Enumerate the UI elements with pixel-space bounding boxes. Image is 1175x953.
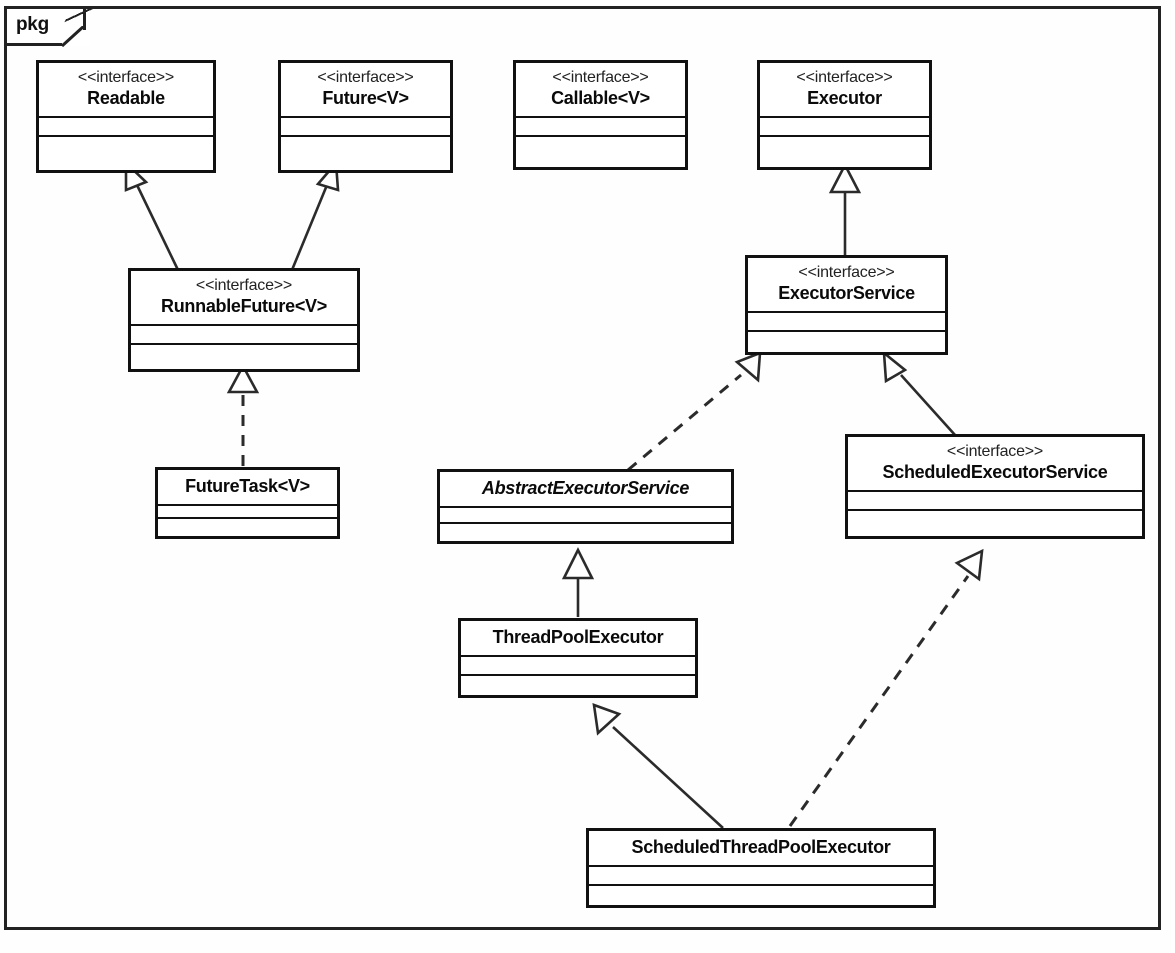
- class-box-executor-service[interactable]: <<interface>> ExecutorService: [745, 255, 948, 355]
- attributes-compartment: [516, 118, 685, 138]
- attributes-compartment: [760, 118, 929, 138]
- name-compartment: <<interface>> ScheduledExecutorService: [848, 437, 1142, 493]
- operations-compartment: [760, 137, 929, 167]
- name-compartment: <<interface>> Callable<V>: [516, 63, 685, 119]
- class-name-label: Readable: [87, 87, 165, 108]
- attributes-compartment: [131, 326, 357, 346]
- stereotype-label: <<interface>>: [798, 264, 895, 281]
- package-label: pkg: [16, 14, 49, 35]
- class-box-callable[interactable]: <<interface>> Callable<V>: [513, 60, 688, 170]
- class-name-label: FutureTask<V>: [185, 476, 310, 496]
- name-compartment: ThreadPoolExecutor: [461, 621, 695, 658]
- class-box-executor[interactable]: <<interface>> Executor: [757, 60, 932, 170]
- attributes-compartment: [589, 867, 933, 887]
- name-compartment: <<interface>> RunnableFuture<V>: [131, 271, 357, 327]
- stereotype-label: <<interface>>: [552, 69, 649, 86]
- package-tab-corner-cut: [60, 26, 86, 48]
- class-box-future-task[interactable]: FutureTask<V>: [155, 467, 340, 539]
- name-compartment: AbstractExecutorService: [440, 472, 731, 509]
- class-box-scheduled-thread-pool-executor[interactable]: ScheduledThreadPoolExecutor: [586, 828, 936, 908]
- class-name-label: Callable<V>: [551, 87, 650, 108]
- class-box-runnable-future[interactable]: <<interface>> RunnableFuture<V>: [128, 268, 360, 372]
- stereotype-label: <<interface>>: [77, 69, 175, 86]
- name-compartment: <<interface>> Executor: [760, 63, 929, 119]
- operations-compartment: [281, 137, 450, 170]
- class-name-label: ScheduledThreadPoolExecutor: [631, 837, 891, 857]
- operations-compartment: [461, 676, 695, 695]
- operations-compartment: [440, 524, 731, 541]
- class-name-label: Executor: [807, 87, 882, 108]
- stereotype-label: <<interface>>: [796, 69, 893, 86]
- stereotype-label: <<interface>>: [946, 443, 1044, 460]
- stereotype-label: <<interface>>: [195, 277, 293, 294]
- class-box-abstract-executor-service[interactable]: AbstractExecutorService: [437, 469, 734, 544]
- operations-compartment: [131, 345, 357, 369]
- class-name-label: AbstractExecutorService: [481, 478, 690, 498]
- attributes-compartment: [748, 313, 945, 333]
- attributes-compartment: [440, 508, 731, 524]
- package-tab-right-edge: [83, 6, 86, 30]
- package-tab: [4, 6, 90, 46]
- operations-compartment: [516, 137, 685, 167]
- attributes-compartment: [461, 657, 695, 677]
- stereotype-label: <<interface>>: [317, 69, 414, 86]
- attributes-compartment: [281, 118, 450, 138]
- operations-compartment: [39, 137, 213, 170]
- name-compartment: <<interface>> Future<V>: [281, 63, 450, 119]
- class-name-label: ScheduledExecutorService: [882, 461, 1108, 482]
- attributes-compartment: [848, 492, 1142, 512]
- name-compartment: <<interface>> ExecutorService: [748, 258, 945, 314]
- class-name-label: ExecutorService: [778, 282, 915, 303]
- package-frame: [4, 6, 1161, 930]
- name-compartment: FutureTask<V>: [158, 470, 337, 507]
- name-compartment: <<interface>> Readable: [39, 63, 213, 119]
- operations-compartment: [589, 886, 933, 905]
- class-box-future[interactable]: <<interface>> Future<V>: [278, 60, 453, 173]
- class-box-readable[interactable]: <<interface>> Readable: [36, 60, 216, 173]
- operations-compartment: [158, 519, 337, 536]
- class-box-scheduled-executor-service[interactable]: <<interface>> ScheduledExecutorService: [845, 434, 1145, 539]
- class-name-label: ThreadPoolExecutor: [492, 627, 664, 647]
- name-compartment: ScheduledThreadPoolExecutor: [589, 831, 933, 868]
- class-name-label: RunnableFuture<V>: [161, 295, 327, 316]
- attributes-compartment: [158, 506, 337, 519]
- class-name-label: Future<V>: [322, 87, 409, 108]
- operations-compartment: [848, 511, 1142, 536]
- class-box-thread-pool-executor[interactable]: ThreadPoolExecutor: [458, 618, 698, 698]
- attributes-compartment: [39, 118, 213, 138]
- operations-compartment: [748, 332, 945, 352]
- package-tab-bottom-edge: [4, 43, 62, 46]
